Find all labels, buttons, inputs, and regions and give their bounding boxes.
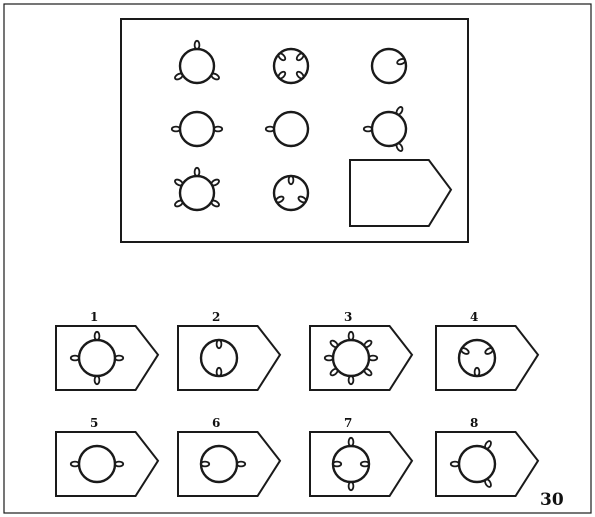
answer-options: 1 2 3 4 5 6 7 8: [56, 310, 538, 496]
option-card: [178, 432, 280, 496]
option-card: [436, 326, 538, 390]
answer-option[interactable]: 1: [56, 310, 158, 390]
empty-card: [350, 160, 451, 226]
option-number: 3: [344, 310, 352, 324]
option-number: 1: [90, 310, 98, 324]
answer-option[interactable]: 7: [310, 416, 412, 496]
option-number: 6: [212, 416, 220, 430]
page-number: 30: [540, 490, 564, 510]
option-number: 7: [344, 416, 352, 430]
answer-option[interactable]: 4: [436, 310, 538, 390]
answer-option[interactable]: 3: [310, 310, 412, 390]
answer-option[interactable]: 8: [436, 416, 538, 496]
answer-option[interactable]: 6: [178, 416, 280, 496]
answer-option[interactable]: 5: [56, 416, 158, 496]
option-number: 2: [212, 310, 220, 324]
option-number: 5: [90, 416, 98, 430]
missing-cell: [350, 160, 451, 226]
option-card: [178, 326, 280, 390]
option-number: 8: [470, 416, 478, 430]
answer-option[interactable]: 2: [178, 310, 280, 390]
option-number: 4: [470, 310, 478, 324]
